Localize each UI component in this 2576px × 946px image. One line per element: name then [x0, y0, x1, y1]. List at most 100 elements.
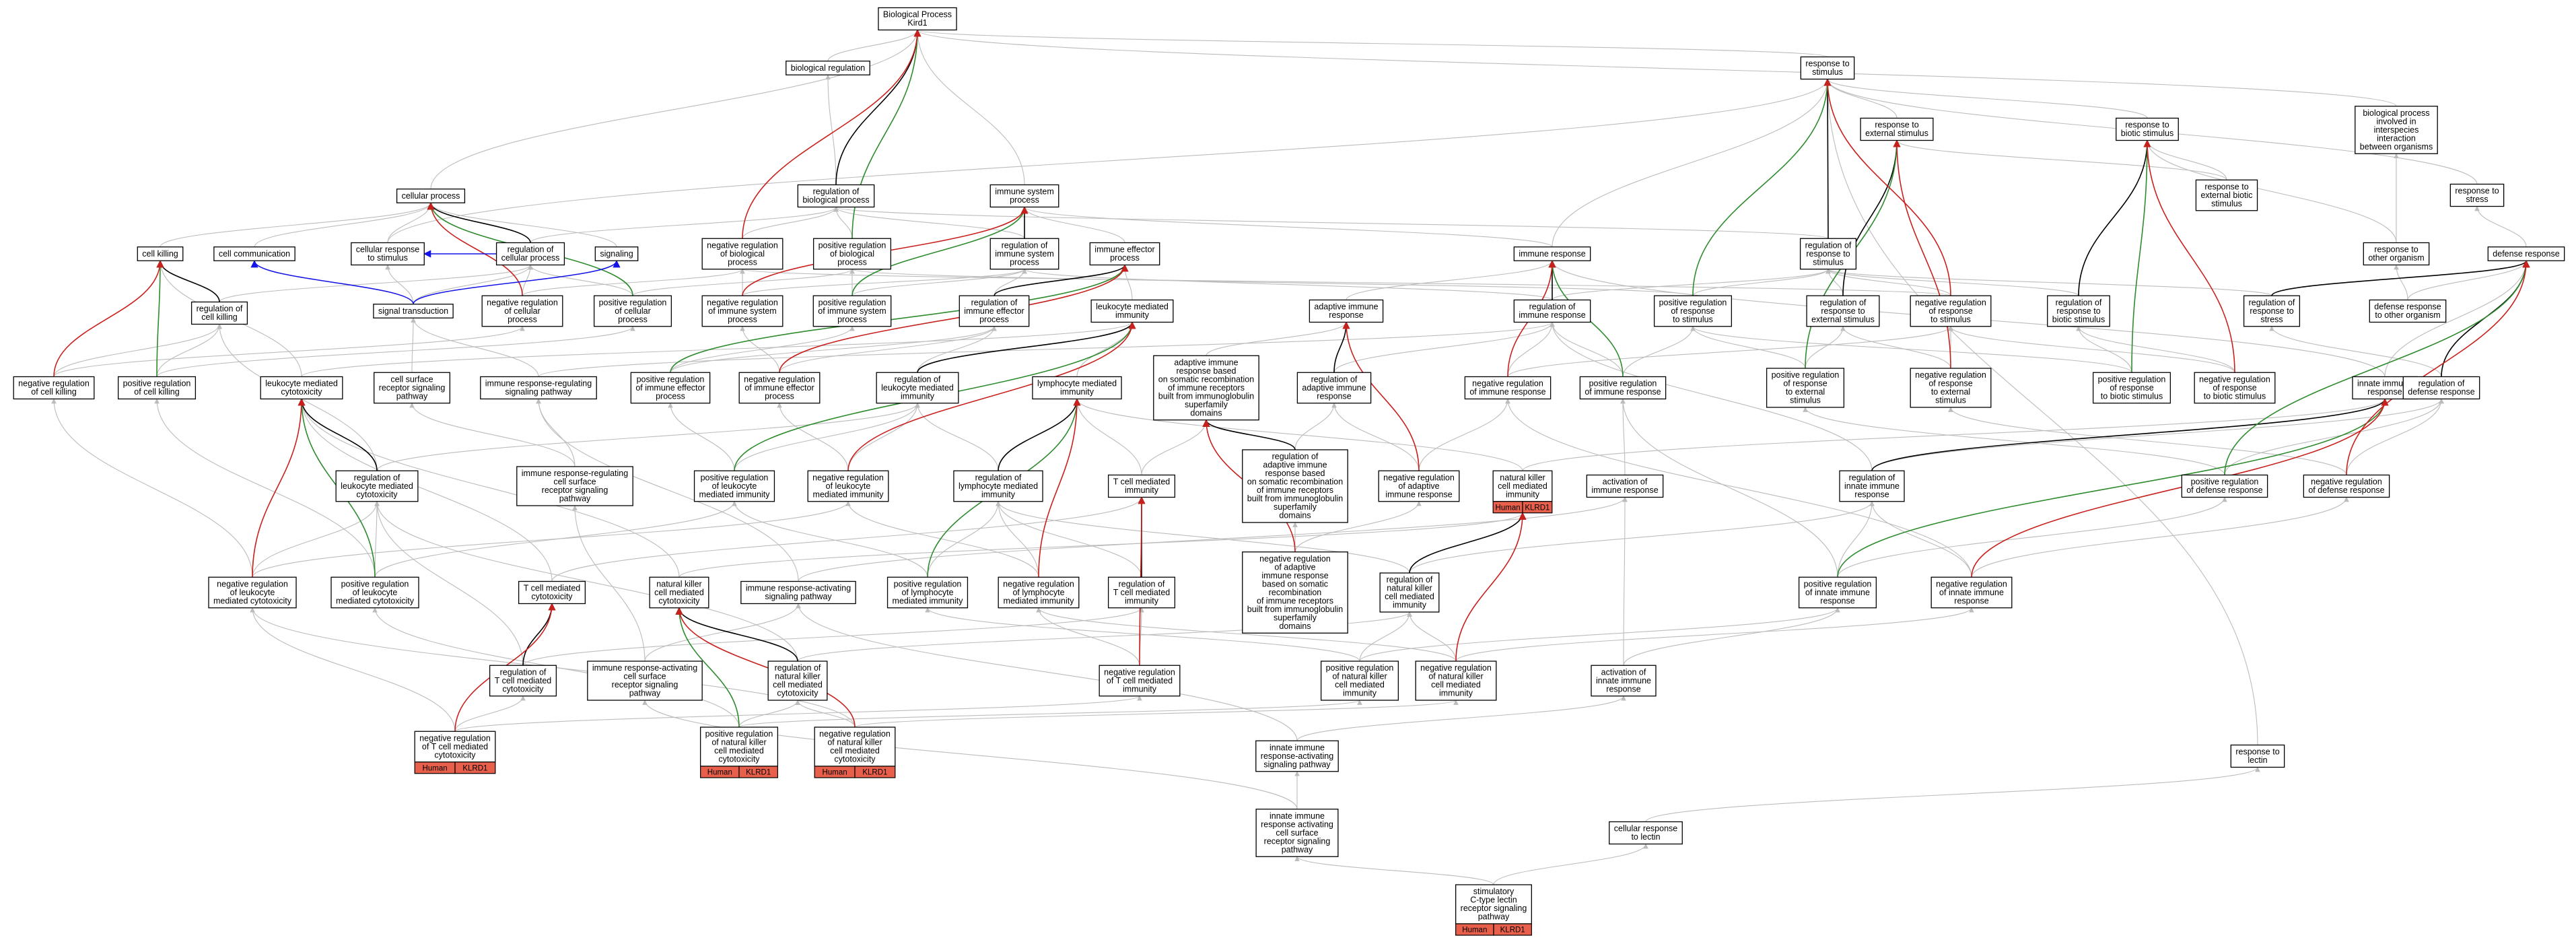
go-term-cellkill[interactable]: cell killing [137, 246, 184, 261]
go-term-signaling[interactable]: signaling [594, 246, 639, 261]
go-term-imresp[interactable]: immune response [1513, 246, 1591, 261]
node-box [2194, 372, 2276, 404]
go-term-cellproc[interactable]: cellular process [396, 189, 466, 203]
go-term-defense[interactable]: defense response [2487, 246, 2565, 261]
go-term-breg[interactable]: biological regulation [786, 61, 870, 75]
node-label-line: cytotoxicity [531, 592, 573, 601]
go-term-innatesig[interactable]: innate immuneresponse-activatingsignalin… [1255, 740, 1339, 772]
go-term-cellcomm[interactable]: cell communication [213, 246, 295, 261]
go-term-sigtrans[interactable]: signal transduction [373, 304, 454, 318]
